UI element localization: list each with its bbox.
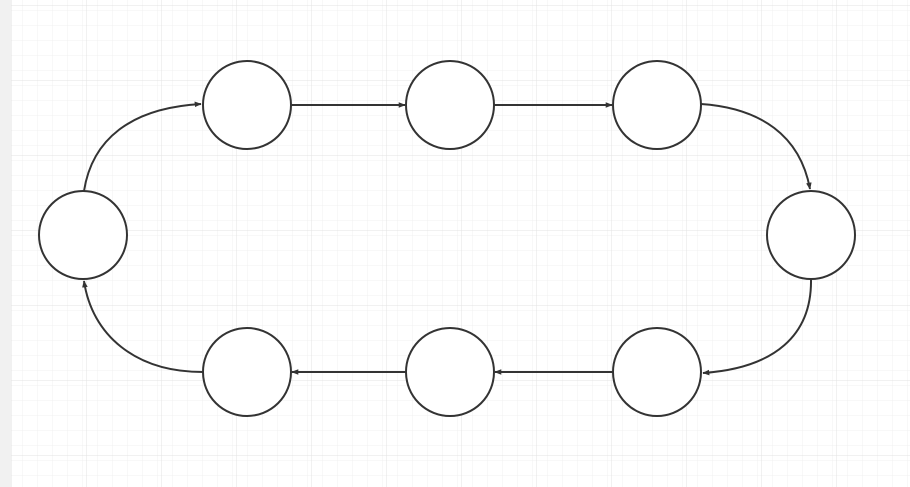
edge-n7-to-n8[interactable] (82, 280, 204, 373)
node-circle[interactable] (202, 327, 292, 417)
nodes-layer (38, 60, 856, 417)
node-circle[interactable] (766, 190, 856, 280)
node-circle[interactable] (405, 327, 495, 417)
node-n3[interactable] (612, 60, 702, 150)
edge-n4-to-n5[interactable] (702, 278, 813, 376)
node-circle[interactable] (202, 60, 292, 150)
node-n4[interactable] (766, 190, 856, 280)
node-n1[interactable] (202, 60, 292, 150)
edge-n3-to-n4[interactable] (700, 103, 812, 190)
edges-layer (82, 101, 813, 376)
node-n2[interactable] (405, 60, 495, 150)
canvas-left-gutter (0, 0, 11, 487)
node-circle[interactable] (612, 60, 702, 150)
node-n7[interactable] (202, 327, 292, 417)
node-n5[interactable] (612, 327, 702, 417)
node-circle[interactable] (405, 60, 495, 150)
node-n6[interactable] (405, 327, 495, 417)
node-circle[interactable] (38, 190, 128, 280)
node-circle[interactable] (612, 327, 702, 417)
node-n8[interactable] (38, 190, 128, 280)
edge-n8-to-n1[interactable] (83, 101, 202, 192)
